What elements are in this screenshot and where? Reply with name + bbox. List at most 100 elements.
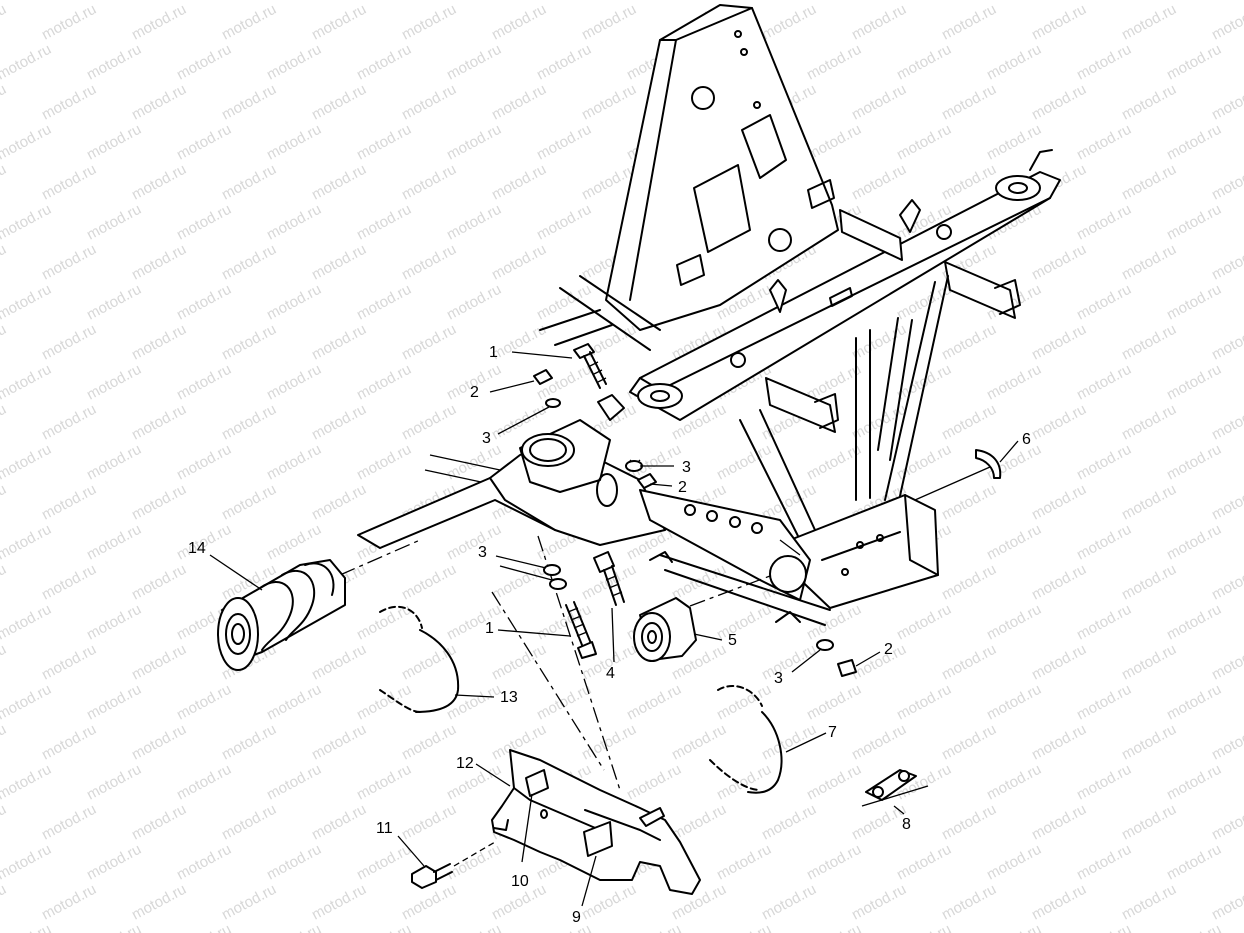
watermark-text: motod.ru — [894, 41, 954, 84]
watermark-text: motod.ru — [1074, 361, 1134, 404]
watermark-text: motod.ru — [399, 721, 459, 764]
callout-7: 7 — [828, 724, 837, 741]
watermark-text: motod.ru — [759, 881, 819, 924]
watermark-text: motod.ru — [1164, 441, 1224, 484]
watermark-text: motod.ru — [1119, 81, 1179, 124]
callout-3: 3 — [478, 544, 487, 561]
watermark-text: motod.ru — [1209, 161, 1244, 204]
watermark-text: motod.ru — [1209, 641, 1244, 684]
watermark-text: motod.ru — [1164, 281, 1224, 324]
watermark-text: motod.ru — [1164, 0, 1224, 4]
watermark-text: motod.ru — [1119, 241, 1179, 284]
watermark-text: motod.ru — [714, 761, 774, 804]
watermark-text: motod.ru — [579, 321, 639, 364]
watermark-text: motod.ru — [174, 841, 234, 884]
watermark-text: motod.ru — [984, 841, 1044, 884]
watermark-text: motod.ru — [84, 281, 144, 324]
watermark-text: motod.ru — [1074, 0, 1134, 4]
watermark-text: motod.ru — [354, 41, 414, 84]
watermark-text: motod.ru — [1209, 561, 1244, 604]
watermark-text: motod.ru — [219, 801, 279, 844]
watermark-text: motod.ru — [219, 321, 279, 364]
watermark-text: motod.ru — [399, 161, 459, 204]
watermark-text: motod.ru — [0, 321, 9, 364]
watermark-text: motod.ru — [1029, 321, 1089, 364]
watermark-text: motod.ru — [354, 201, 414, 244]
callout-2: 2 — [884, 641, 893, 658]
watermark-text: motod.ru — [129, 1, 189, 44]
callout-1: 1 — [489, 344, 498, 361]
watermark-text: motod.ru — [309, 801, 369, 844]
watermark-text: motod.ru — [309, 721, 369, 764]
leader-lines — [209, 351, 1019, 907]
watermark-text: motod.ru — [0, 521, 54, 564]
watermark-text: motod.ru — [0, 601, 54, 644]
watermark-text: motod.ru — [309, 1, 369, 44]
watermark-text: motod.ru — [264, 441, 324, 484]
watermark-text: motod.ru — [264, 0, 324, 4]
callout-1: 1 — [485, 620, 494, 637]
watermark-text: motod.ru — [0, 801, 9, 844]
watermark-text: motod.ru — [849, 881, 909, 924]
watermark-text: motod.ru — [489, 641, 549, 684]
watermark-text: motod.ru — [354, 921, 414, 933]
watermark-text: motod.ru — [894, 441, 954, 484]
watermark-text: motod.ru — [39, 801, 99, 844]
watermark-text: motod.ru — [84, 921, 144, 933]
watermark-text: motod.ru — [264, 521, 324, 564]
watermark-text: motod.ru — [1164, 921, 1224, 933]
frame-legs — [739, 275, 949, 541]
watermark-text: motod.ru — [0, 0, 54, 4]
watermark-text: motod.ru — [219, 241, 279, 284]
watermark-text: motod.ru — [39, 401, 99, 444]
watermark-text: motod.ru — [219, 401, 279, 444]
watermark-text: motod.ru — [534, 121, 594, 164]
watermark-text: motod.ru — [1074, 201, 1134, 244]
watermark-text: motod.ru — [129, 241, 189, 284]
watermark-text: motod.ru — [309, 641, 369, 684]
watermark-text: motod.ru — [939, 561, 999, 604]
hardware-lower — [543, 551, 857, 677]
watermark-text: motod.ru — [264, 921, 324, 933]
watermark-text: motod.ru — [39, 241, 99, 284]
callout-9: 9 — [572, 909, 581, 926]
watermark-text: motod.ru — [354, 121, 414, 164]
watermark-text: motod.ru — [39, 481, 99, 524]
watermark-text: motod.ru — [759, 641, 819, 684]
watermark-text: motod.ru — [804, 921, 864, 933]
part-11-bolt — [411, 841, 496, 889]
watermark-text: motod.ru — [534, 201, 594, 244]
watermark-text: motod.ru — [129, 161, 189, 204]
callout-3: 3 — [774, 670, 783, 687]
watermark-text: motod.ru — [1029, 81, 1089, 124]
watermark-text: motod.ru — [0, 921, 54, 933]
watermark-text: motod.ru — [0, 441, 54, 484]
callout-4: 4 — [606, 665, 615, 682]
watermark-text: motod.ru — [399, 881, 459, 924]
watermark-text: motod.ru — [1119, 1, 1179, 44]
watermark-text: motod.ru — [1074, 121, 1134, 164]
watermark-text: motod.ru — [0, 681, 54, 724]
part-5-idler-wheel — [633, 597, 697, 662]
watermark-text: motod.ru — [264, 201, 324, 244]
watermark-text: motod.ru — [84, 441, 144, 484]
watermark-text: motod.ru — [309, 81, 369, 124]
callout-14: 14 — [188, 540, 206, 557]
watermark-text: motod.ru — [219, 881, 279, 924]
callout-11: 11 — [376, 820, 393, 837]
watermark-text: motod.ru — [939, 721, 999, 764]
watermark-text: motod.ru — [0, 881, 9, 924]
watermark-text: motod.ru — [174, 0, 234, 4]
watermark-text: motod.ru — [129, 81, 189, 124]
part-14-drive-drum — [217, 559, 346, 671]
watermark-text: motod.ru — [1074, 681, 1134, 724]
watermark-text: motod.ru — [84, 121, 144, 164]
watermark-text: motod.ru — [39, 1, 99, 44]
watermark-text: motod.ru — [1164, 841, 1224, 884]
watermark-text: motod.ru — [939, 481, 999, 524]
watermark-text: motod.ru — [399, 1, 459, 44]
watermark-text: motod.ru — [39, 561, 99, 604]
watermark-text: motod.ru — [0, 721, 9, 764]
watermark-text: motod.ru — [309, 881, 369, 924]
watermark-text: motod.ru — [84, 0, 144, 4]
